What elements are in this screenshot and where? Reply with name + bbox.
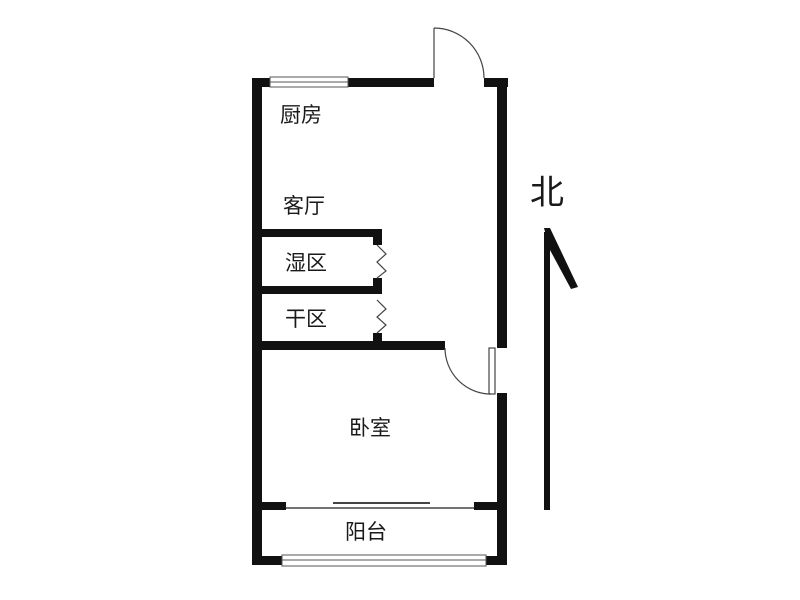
bedroom-label: 卧室 (349, 416, 391, 440)
top-wall-middle (348, 78, 434, 87)
kitchen-label: 厨房 (280, 103, 322, 127)
right-wall-upper (497, 78, 507, 348)
right-wall-lower (497, 393, 507, 563)
wet-area-label: 湿区 (285, 251, 327, 275)
bedroom-north-wall (262, 341, 445, 350)
top-wall-right (484, 78, 508, 87)
wet-area-east-stub-bottom (373, 278, 382, 294)
balcony-window (281, 554, 487, 567)
dry-area-folding-door (376, 299, 387, 334)
dry-area-label: 干区 (285, 307, 327, 331)
dry-area-east-stub-bottom (373, 333, 382, 345)
exterior-walls (252, 78, 508, 565)
wet-area-top-wall (262, 229, 382, 237)
left-wall (252, 78, 262, 563)
balcony-partition (262, 502, 497, 510)
entry-door (433, 27, 485, 79)
bedroom-door (444, 347, 496, 395)
bottom-wall-left (252, 556, 282, 565)
bottom-wall-right (486, 556, 507, 565)
balcony-partition-right (474, 502, 497, 510)
wet-area-folding-door (376, 244, 387, 279)
north-label: 北 (530, 173, 564, 213)
bathroom-walls (262, 229, 445, 350)
kitchen-window (269, 76, 349, 88)
living-room-label: 客厅 (283, 194, 325, 218)
balcony-label: 阳台 (345, 520, 387, 544)
north-arrow-icon (544, 228, 578, 510)
wet-dry-divider (262, 286, 382, 294)
balcony-partition-left (262, 502, 286, 510)
wet-area-east-stub-top (373, 229, 382, 245)
